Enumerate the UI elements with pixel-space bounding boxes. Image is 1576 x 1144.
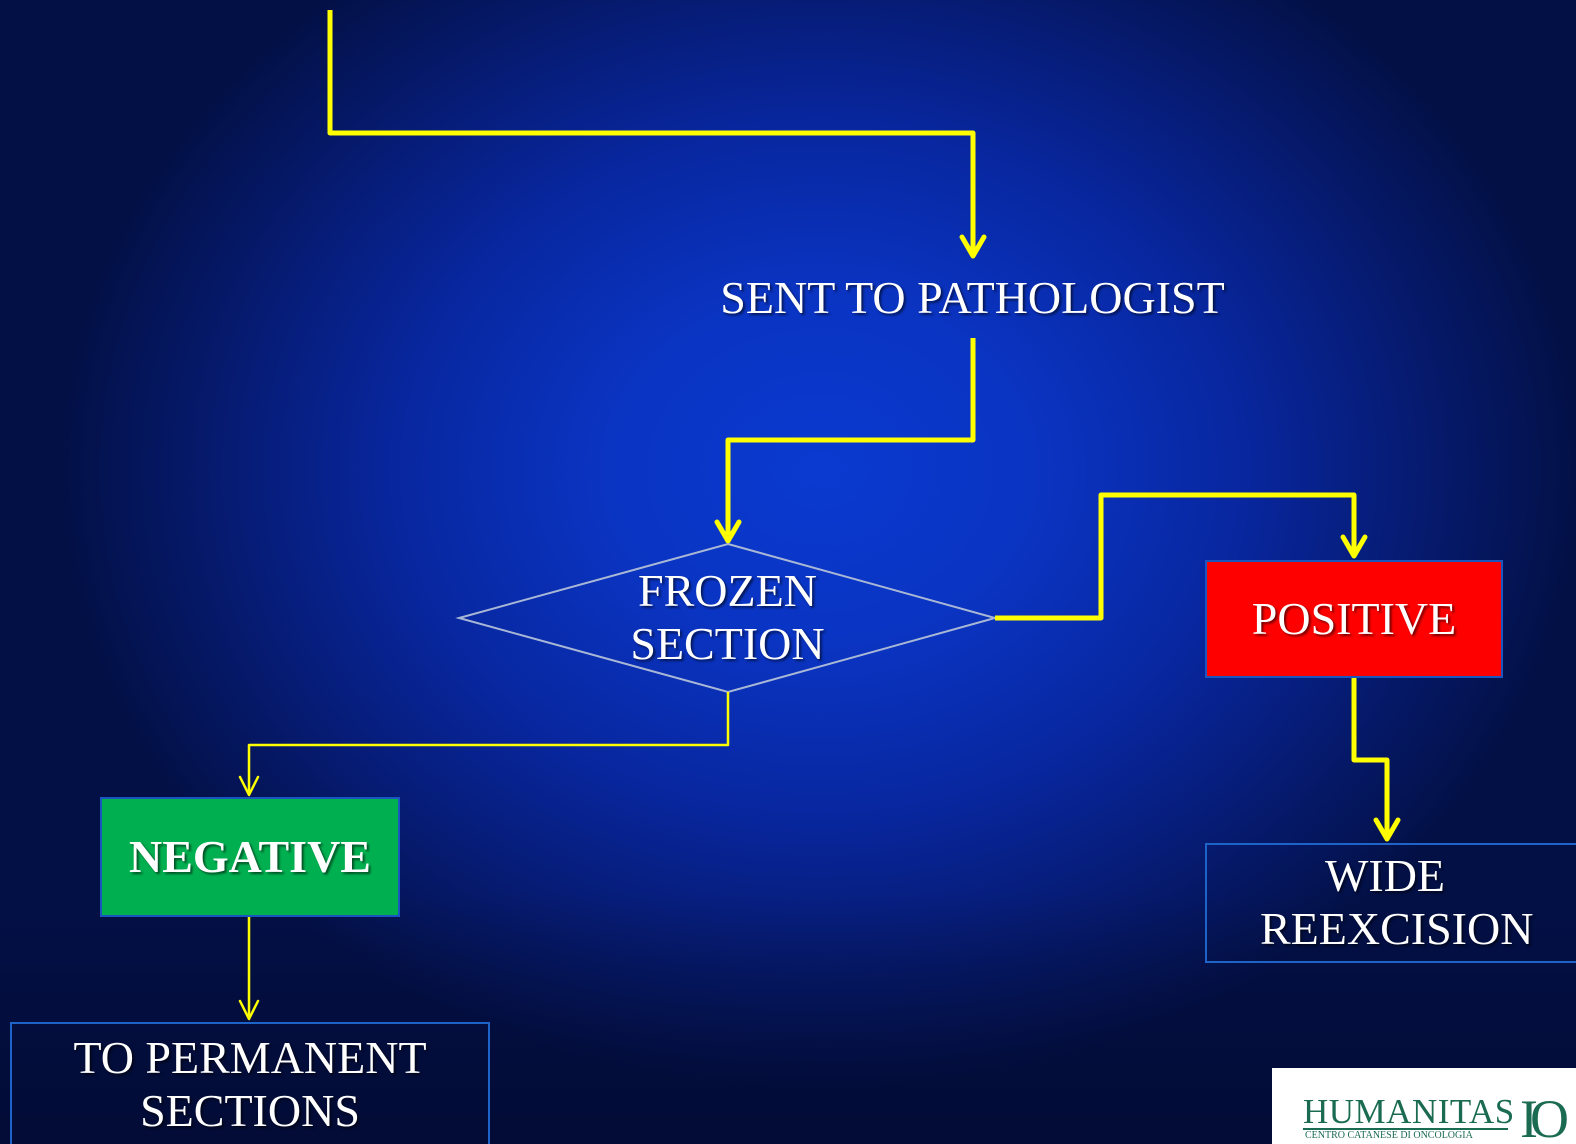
logo-name: HUMANITAS xyxy=(1303,1092,1515,1131)
connector-positive-to-reexcision xyxy=(1351,678,1390,838)
arrowhead-reexcision xyxy=(1373,817,1401,842)
connector-frozen-to-negative xyxy=(247,692,730,795)
wide-reexcision-label: WIDE REEXCISION xyxy=(1260,850,1534,954)
positive-box: POSITIVE xyxy=(1205,560,1503,678)
frozen-section-label: FROZEN SECTION xyxy=(630,565,825,669)
arrowhead-pathologist xyxy=(959,234,987,259)
connector-frozen-to-positive xyxy=(995,492,1357,621)
humanitas-logo xyxy=(1272,1068,1576,1144)
connector-pathologist-to-frozen xyxy=(725,338,976,540)
arrowhead-positive xyxy=(1340,534,1368,559)
arrowhead-permanent xyxy=(238,999,260,1021)
arrowhead-negative xyxy=(238,775,260,797)
logo-divider xyxy=(1303,1128,1508,1130)
wide-reexcision-box: WIDE REEXCISION xyxy=(1205,843,1576,963)
sent-to-pathologist-label: SENT TO PATHOLOGIST xyxy=(720,272,1225,323)
connector-start-to-pathologist xyxy=(327,10,976,255)
permanent-sections-box: TO PERMANENT SECTIONS xyxy=(10,1022,490,1144)
logo-subtitle: CENTRO CATANESE DI ONCOLOGIA xyxy=(1305,1130,1473,1141)
permanent-sections-label: TO PERMANENT SECTIONS xyxy=(73,1032,427,1136)
negative-box: NEGATIVE xyxy=(100,797,400,917)
logo-mark-icon: IO xyxy=(1520,1089,1569,1144)
positive-label: POSITIVE xyxy=(1251,592,1457,644)
negative-label: NEGATIVE xyxy=(129,830,371,882)
arrowhead-frozen xyxy=(714,519,742,544)
